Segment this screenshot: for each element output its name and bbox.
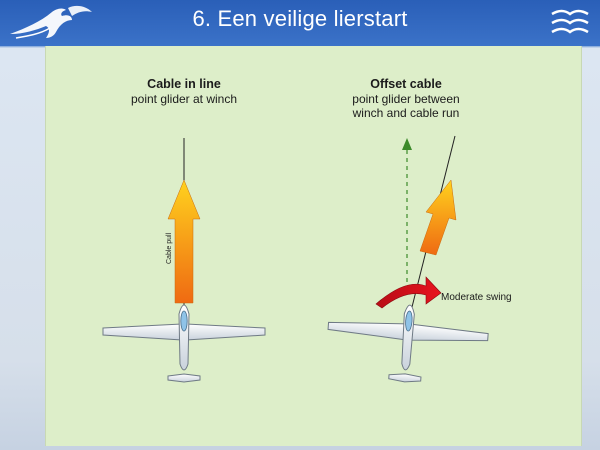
slide-header: 6. Een veilige lierstart [0,0,600,47]
left-subheading: point glider at winch [130,92,238,106]
diagram-panel: Cable in line point glider at winch Offs… [45,46,582,446]
offset-pull-arrow [419,179,457,256]
moderate-swing-label: Moderate swing [441,292,512,303]
glider-left [102,304,266,383]
cable-pull-label: Cable pull [166,232,173,264]
right-heading: Offset cable [370,77,442,91]
dashed-arrowhead [402,138,412,150]
moderate-swing-arrow [375,276,442,309]
right-subheading-line1: point glider between [352,92,460,106]
glider-right [327,304,489,383]
gliders-emblem-icon [551,9,589,34]
cable-pull-arrow [167,179,201,304]
winch-launch-diagram [102,135,489,383]
right-subheading-line2: winch and cable run [352,106,460,120]
left-heading: Cable in line [147,77,221,91]
page-title: 6. Een veilige lierstart [192,6,408,31]
pegasus-logo-icon [10,5,92,39]
